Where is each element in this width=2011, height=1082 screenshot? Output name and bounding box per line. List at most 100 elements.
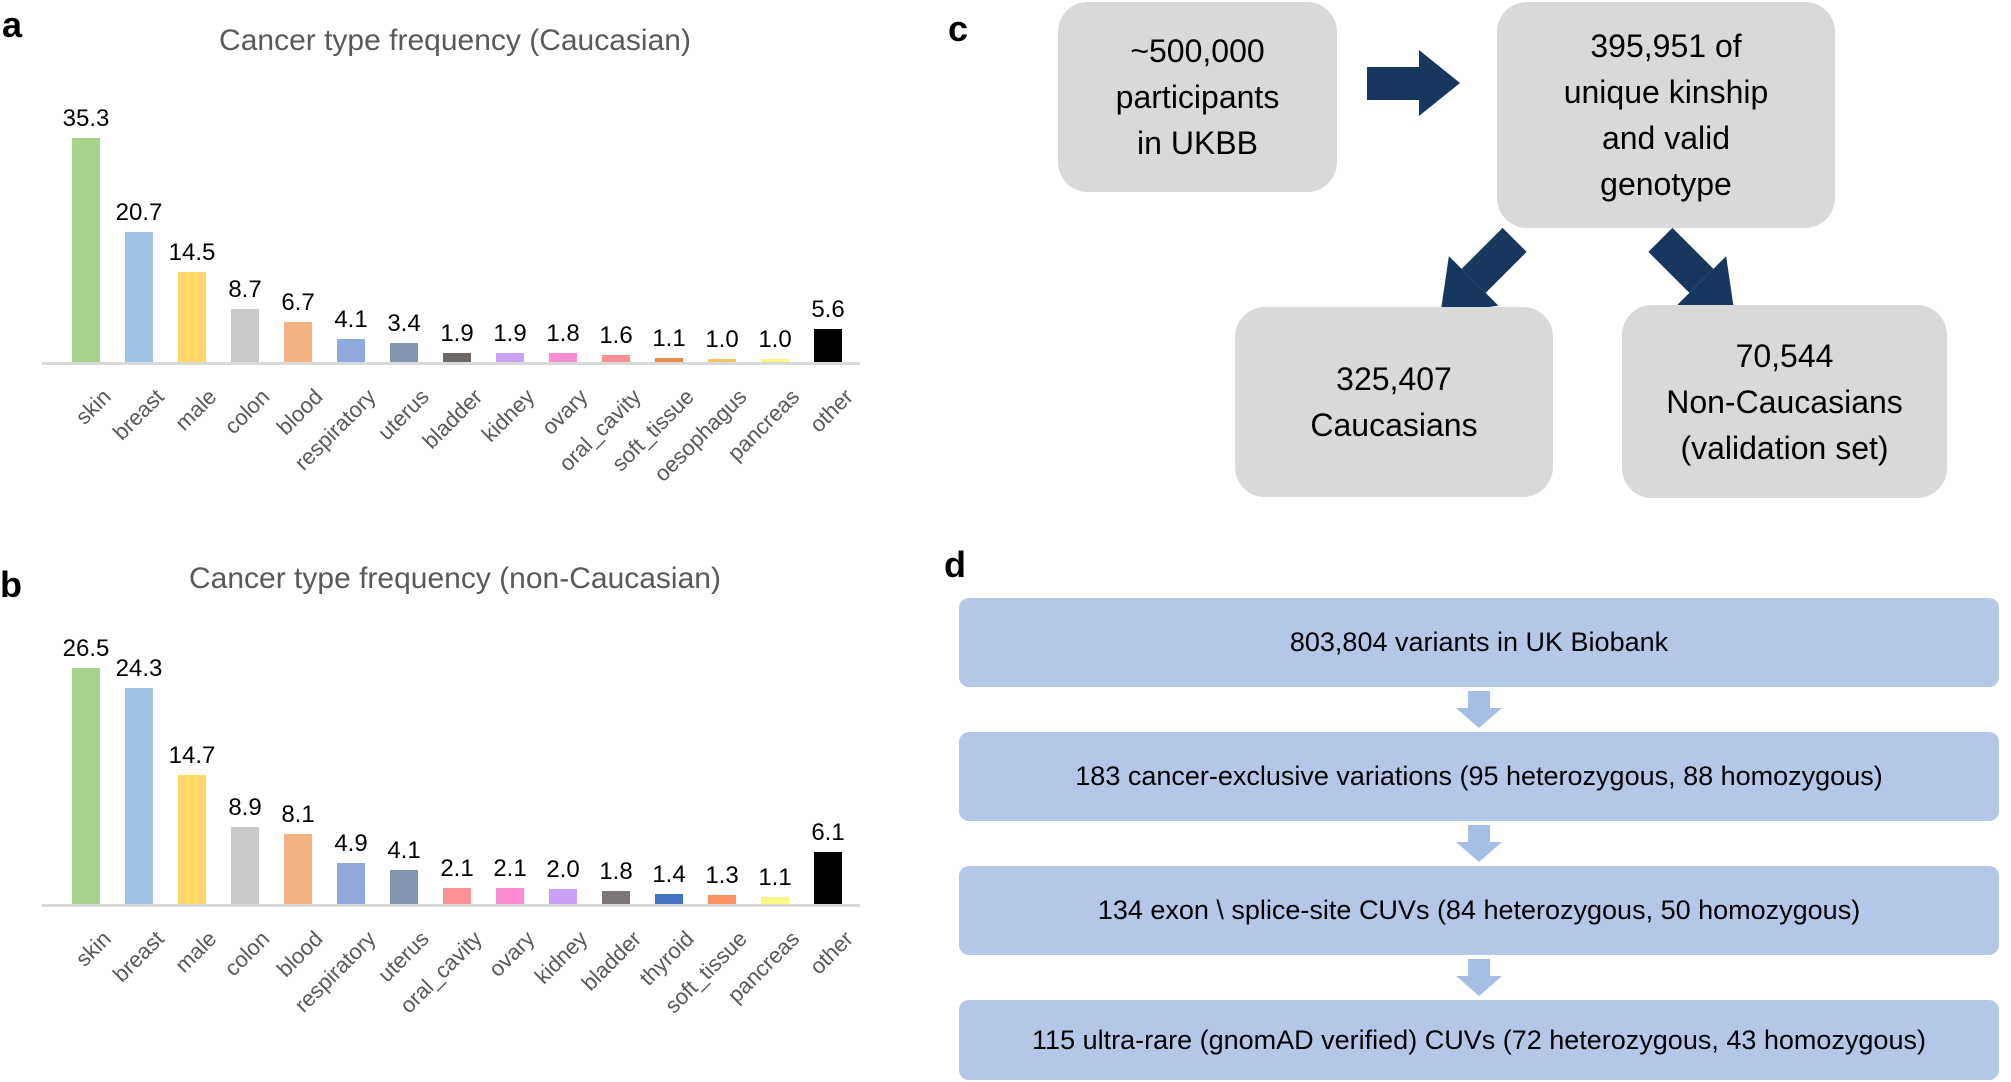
value-label-ovary: 1.8 [546, 320, 580, 347]
value-label-respiratory: 4.9 [334, 830, 368, 857]
value-label-male: 14.7 [168, 742, 216, 769]
value-label-kidney: 2.0 [546, 856, 580, 883]
x-tick-label: breast [107, 384, 169, 445]
flow-box-line: and valid [1601, 120, 1731, 156]
x-tick-label: bladder [576, 926, 646, 996]
arrow-head [1456, 976, 1502, 996]
x-tick-label: colon [219, 926, 275, 981]
value-label-thyroid: 1.4 [652, 861, 686, 888]
bar-colon [231, 309, 259, 365]
value-label-soft_tissue: 1.1 [652, 325, 686, 352]
bar-respiratory [337, 339, 365, 365]
flow-box-ukbb-participants: ~500,000 participants in UKBB [1058, 2, 1337, 192]
arrow-shaft [1468, 825, 1490, 842]
flow-box-caucasians: 325,407 Caucasians [1235, 307, 1553, 497]
x-tick-label: skin [70, 926, 116, 972]
chart-a-x-axis-line [42, 362, 860, 365]
value-label-blood: 6.7 [281, 289, 315, 316]
value-label-skin: 35.3 [62, 105, 110, 132]
pipeline-arrow-down-icon [1456, 691, 1502, 728]
flow-box-line: participants [1115, 79, 1280, 115]
x-tick-label: other [804, 384, 858, 438]
value-label-pancreas: 1.1 [758, 864, 792, 891]
pipeline-box-ultra-rare: 115 ultra-rare (gnomAD verified) CUVs (7… [959, 1000, 1999, 1080]
value-label-oral_cavity: 2.1 [440, 855, 474, 882]
panel-letter-a: a [2, 4, 23, 45]
value-label-uterus: 4.1 [387, 837, 421, 864]
value-label-kidney: 1.9 [493, 320, 527, 347]
x-tick-label: skin [70, 384, 116, 430]
flow-box-line: in UKBB [1137, 125, 1258, 161]
bar-uterus [390, 870, 418, 907]
bar-colon [231, 827, 259, 907]
flow-box-line: Non-Caucasians [1666, 383, 1903, 420]
bar-soft_tissue [655, 358, 683, 365]
bar-male [178, 272, 206, 365]
arrow-head [1419, 50, 1460, 116]
flow-box-non-caucasians: 70,544 Non-Caucasians (validation set) [1622, 305, 1947, 498]
x-tick-label: other [804, 926, 858, 980]
value-label-colon: 8.7 [228, 276, 262, 303]
value-label-blood: 8.1 [281, 801, 315, 828]
bar-male [178, 775, 206, 907]
bar-skin [72, 668, 100, 907]
bar-breast [125, 688, 153, 907]
bar-breast [125, 232, 153, 365]
panel-letter-b: b [0, 564, 22, 605]
flow-box-line: genotype [1600, 166, 1732, 202]
flow-box-unique-kinship: 395,951 of unique kinship and valid geno… [1497, 2, 1835, 228]
value-label-oesophagus: 1.0 [705, 326, 739, 353]
bar-other [814, 852, 842, 907]
panel-letter-c: c [948, 8, 969, 49]
arrow-shaft [1367, 67, 1419, 100]
bar-blood [284, 834, 312, 907]
value-label-ovary: 2.1 [493, 855, 527, 882]
pipeline-box-text: 803,804 variants in UK Biobank [1289, 627, 1669, 657]
flow-box-line: (validation set) [1680, 429, 1889, 466]
value-label-respiratory: 4.1 [334, 306, 368, 333]
x-tick-label: male [170, 384, 222, 436]
pipeline-box-cancer-exclusive: 183 cancer-exclusive variations (95 hete… [959, 732, 1999, 821]
value-label-pancreas: 1.0 [758, 326, 792, 353]
x-tick-label: kidney [477, 384, 540, 447]
value-label-other: 6.1 [811, 819, 845, 846]
flow-box-line: unique kinship [1563, 74, 1769, 110]
pipeline-arrow-down-icon [1456, 959, 1502, 996]
value-label-bladder: 1.9 [440, 320, 474, 347]
x-tick-label: breast [107, 926, 169, 987]
value-label-other: 5.6 [811, 296, 845, 323]
pipeline-box-exon-splice: 134 exon \ splice-site CUVs (84 heterozy… [959, 866, 1999, 955]
chart-a-title: Cancer type frequency (Caucasian) [219, 24, 691, 57]
pipeline-box-text: 183 cancer-exclusive variations (95 hete… [1075, 761, 1883, 791]
value-label-soft_tissue: 1.3 [705, 862, 739, 889]
chart-b-title: Cancer type frequency (non-Caucasian) [189, 562, 721, 595]
x-tick-label: male [170, 926, 222, 978]
arrow-head [1456, 842, 1502, 862]
flow-box-line: Caucasians [1310, 407, 1478, 443]
bar-kidney [549, 889, 577, 907]
x-tick-label: colon [219, 384, 275, 439]
bar-ovary [496, 888, 524, 907]
flow-box-line: 325,407 [1336, 361, 1452, 397]
chart-b-x-axis-line [42, 904, 860, 907]
value-label-uterus: 3.4 [387, 310, 421, 337]
bar-thyroid [655, 894, 683, 907]
bar-other [814, 329, 842, 365]
value-label-skin: 26.5 [62, 635, 110, 662]
panel-letter-d: d [944, 544, 966, 585]
value-label-colon: 8.9 [228, 794, 262, 821]
value-label-oral_cavity: 1.6 [599, 322, 633, 349]
bar-oral_cavity [602, 355, 630, 365]
arrow-head [1456, 708, 1502, 728]
value-label-male: 14.5 [168, 239, 216, 266]
bar-oral_cavity [443, 888, 471, 907]
pipeline-box-text: 115 ultra-rare (gnomAD verified) CUVs (7… [1032, 1024, 1926, 1055]
flow-arrow-right-icon [1367, 50, 1460, 117]
bar-respiratory [337, 863, 365, 907]
value-label-breast: 24.3 [115, 655, 163, 682]
value-label-bladder: 1.8 [599, 858, 633, 885]
pipeline-box-text: 134 exon \ splice-site CUVs (84 heterozy… [1097, 895, 1861, 925]
bar-uterus [390, 343, 418, 365]
arrow-shaft [1468, 691, 1490, 708]
